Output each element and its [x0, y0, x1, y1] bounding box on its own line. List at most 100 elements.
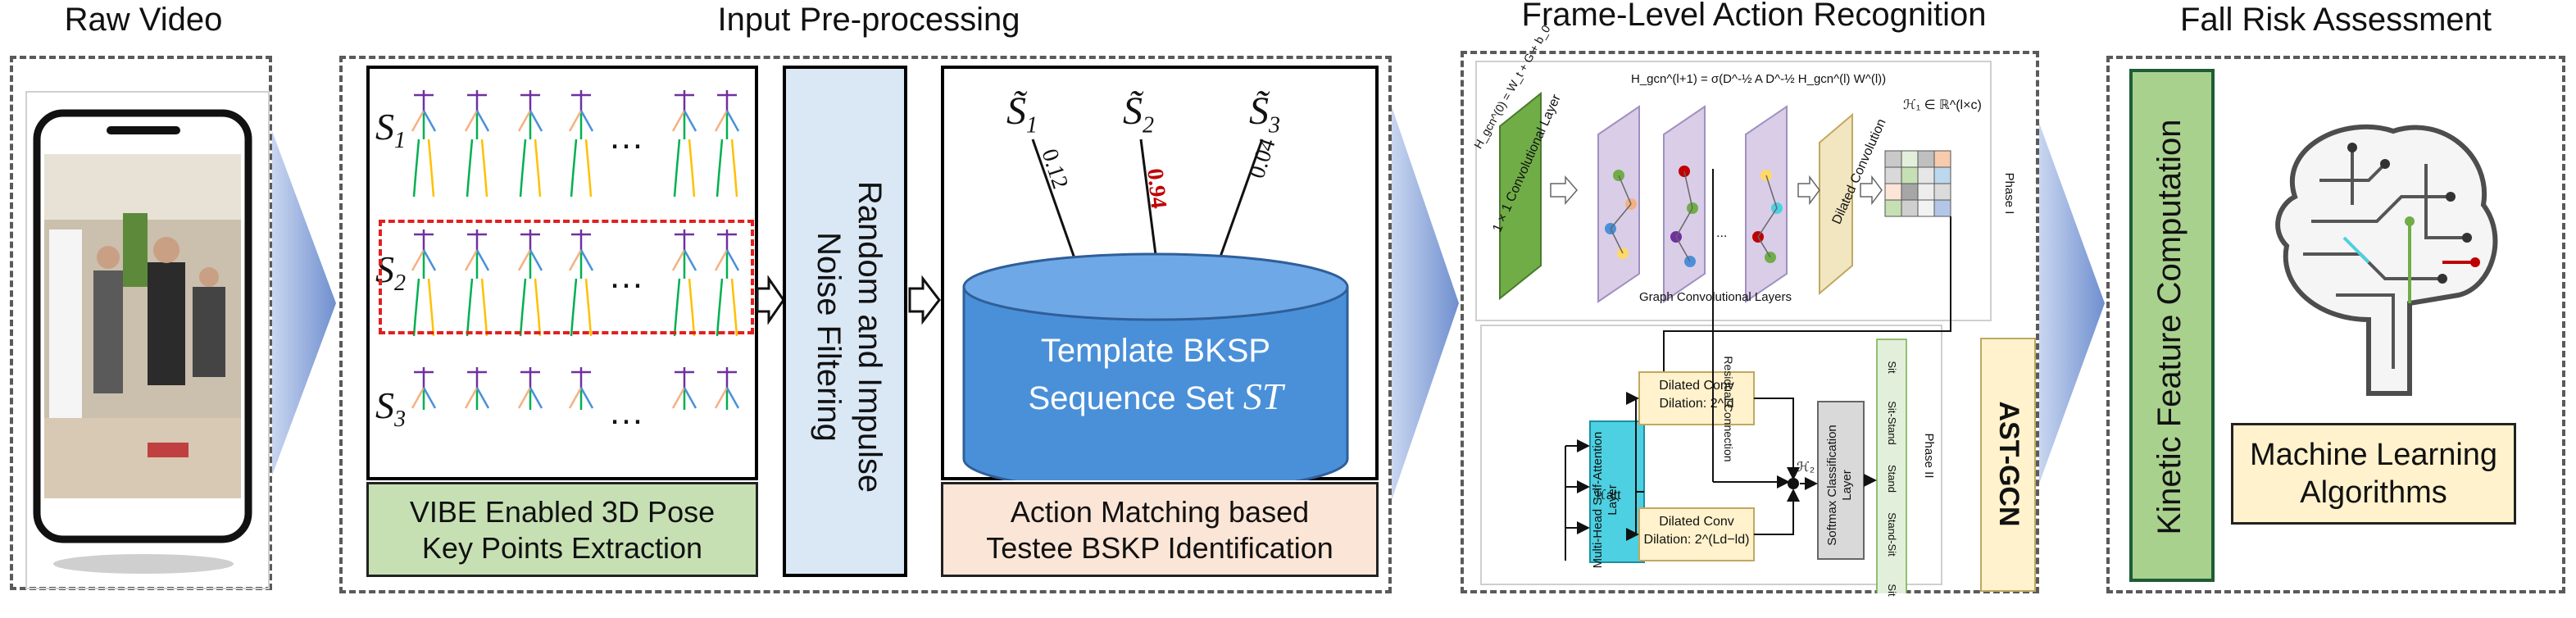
selected-sequence-highlight [379, 220, 754, 334]
skeleton-figure [671, 367, 697, 410]
template-label-3: S̃3 [1249, 89, 1280, 139]
skeleton-figure [411, 229, 437, 337]
phase-one-panel [1475, 61, 1992, 321]
ml-line2: Algorithms [2300, 475, 2447, 510]
gcn-layer-2 [1663, 105, 1706, 303]
skeleton-figure [464, 90, 490, 198]
template-set-label: Template BKSP Sequence Set ST [964, 328, 1347, 421]
ast-gcn-label: AST-GCN [1993, 401, 2024, 527]
action-matching-line1: Action Matching based [1010, 495, 1310, 529]
database-cylinder-top [962, 252, 1349, 321]
ml-line1: Machine Learning [2249, 438, 2498, 472]
ellipsis-row-3: … [608, 392, 644, 432]
kinetic-feature-box [2129, 69, 2215, 582]
noise-filter-line1: Random and Impulse [852, 180, 888, 493]
graph-layers-label: Graph Convolutional Layers [1639, 290, 1792, 304]
outline-arrow-1 [756, 275, 785, 325]
gcn-layer-3 [1745, 105, 1788, 303]
matching-diagram [962, 139, 1349, 480]
dilated-conv-top [1638, 371, 1755, 425]
skeleton-figure [568, 229, 594, 337]
template-label-2: S̃2 [1123, 89, 1154, 139]
dilated-top-line1: Dilated Conv [1659, 379, 1734, 393]
template-label-1: S̃1 [1006, 89, 1038, 139]
dilated-bottom-line2: Dilation: 2^(Ld−ld) [1643, 533, 1750, 547]
h-att-label: ℋatt [1593, 488, 1621, 502]
template-set-line1: Template BKSP [1040, 333, 1271, 369]
dilated-conv-bottom-label: Dilated Conv Dilation: 2^(Ld−ld) [1639, 513, 1754, 549]
arrow-raw-to-preprocess [272, 131, 336, 475]
h1-label: ℋ₁ ∈ ℝ^(l×c) [1903, 98, 1982, 112]
header-input-preprocessing: Input Pre-processing [717, 2, 1020, 38]
action-matching-line2: Testee BSKP Identification [986, 531, 1333, 565]
preprocessing-frame [339, 56, 1392, 593]
stage-arrows [272, 107, 2105, 500]
ellipsis-row-1: … [608, 116, 644, 157]
softmax-block [1817, 401, 1865, 560]
ellipsis-row-2: … [608, 256, 644, 296]
output-class-label: Sit [1886, 584, 1898, 597]
vibe-caption-line2: Key Points Extraction [421, 531, 703, 565]
ast-gcn-tag [1980, 338, 2036, 592]
dilated-bottom-line1: Dilated Conv [1659, 515, 1734, 529]
phase-two-panel [1480, 325, 1942, 585]
recognition-frame [1461, 51, 2039, 593]
header-fall-risk: Fall Risk Assessment [2179, 2, 2492, 38]
gcn-formula: H_gcn^(l+1) = σ(D^-½ A D^-½ H_gcn^(l) W^… [1631, 72, 1887, 86]
outline-arrow-2 [908, 275, 941, 325]
h1-output-grid [1884, 150, 1951, 217]
sequence-label-1: S1 [375, 106, 406, 154]
skeleton-figure [568, 367, 594, 410]
skeleton-figure [568, 90, 594, 198]
template-set-line2: Sequence Set ST [1028, 375, 1283, 417]
skeleton-figure [714, 229, 740, 337]
skeleton-figure [671, 90, 697, 198]
skeleton-figure [411, 367, 437, 410]
dilated-top-line2: Dilation: 2^ld [1659, 397, 1734, 411]
output-class-label: Stand-Sit [1886, 512, 1898, 557]
database-cylinder-body [962, 287, 1349, 480]
phone-illustration [25, 91, 270, 589]
output-class-label: Sit [1886, 361, 1898, 374]
action-matching-caption: Action Matching based Testee BSKP Identi… [941, 482, 1379, 577]
dilated-convolution-block [1819, 112, 1853, 296]
conv-layer-block [1499, 91, 1542, 301]
noise-filtering-box [783, 66, 907, 577]
sum-node [1788, 478, 1799, 489]
vibe-caption: VIBE Enabled 3D Pose Key Points Extracti… [366, 482, 758, 577]
header-raw-video: Raw Video [64, 2, 223, 38]
skeleton-figure [714, 90, 740, 198]
skeleton-sequences-box [366, 66, 758, 480]
kinetic-feature-label: Kinetic Feature Computation [2151, 119, 2188, 535]
gcn-nodes [1605, 166, 1783, 267]
dilated-conv-bottom [1638, 507, 1755, 561]
fall-risk-frame [2106, 56, 2565, 593]
skeleton-figure [517, 229, 543, 337]
vibe-caption-line1: VIBE Enabled 3D Pose [409, 495, 716, 529]
skeleton-figure [464, 367, 490, 410]
skeleton-figure [714, 367, 740, 410]
output-class-label: Stand [1886, 465, 1898, 493]
output-labels-strip [1876, 339, 1907, 593]
arrow-preprocess-to-recognition [1392, 107, 1459, 500]
skeleton-figure [411, 90, 437, 198]
noise-filtering-label: Random and Impulse Noise Filtering [800, 93, 890, 581]
sequence-label-3: S3 [375, 384, 406, 433]
brain-icon [2275, 124, 2498, 396]
gcn-ellipsis: ... [1716, 226, 1728, 240]
gcn-layer-1 [1597, 105, 1640, 303]
phase-two-label: Phase II [1922, 433, 1936, 479]
score-2: 0.94 [1142, 167, 1172, 210]
ast-gcn-architecture [1499, 91, 1951, 593]
h2-label: ℋ₂ [1797, 461, 1815, 475]
skeleton-figure [517, 367, 543, 410]
phase-one-label: Phase I [2002, 172, 2016, 215]
softmax-label: Softmax Classification Layer [1825, 425, 1854, 546]
ml-algorithms-box [2231, 423, 2516, 525]
arrow-recognition-to-fall-risk [2039, 123, 2105, 484]
dilated-conv-top-label: Dilated Conv Dilation: 2^ld [1639, 377, 1754, 413]
output-class-label: Sit-Stand [1886, 401, 1898, 445]
skeleton-figure [517, 90, 543, 198]
header-frame-level-recognition: Frame-Level Action Recognition [1521, 0, 1987, 33]
